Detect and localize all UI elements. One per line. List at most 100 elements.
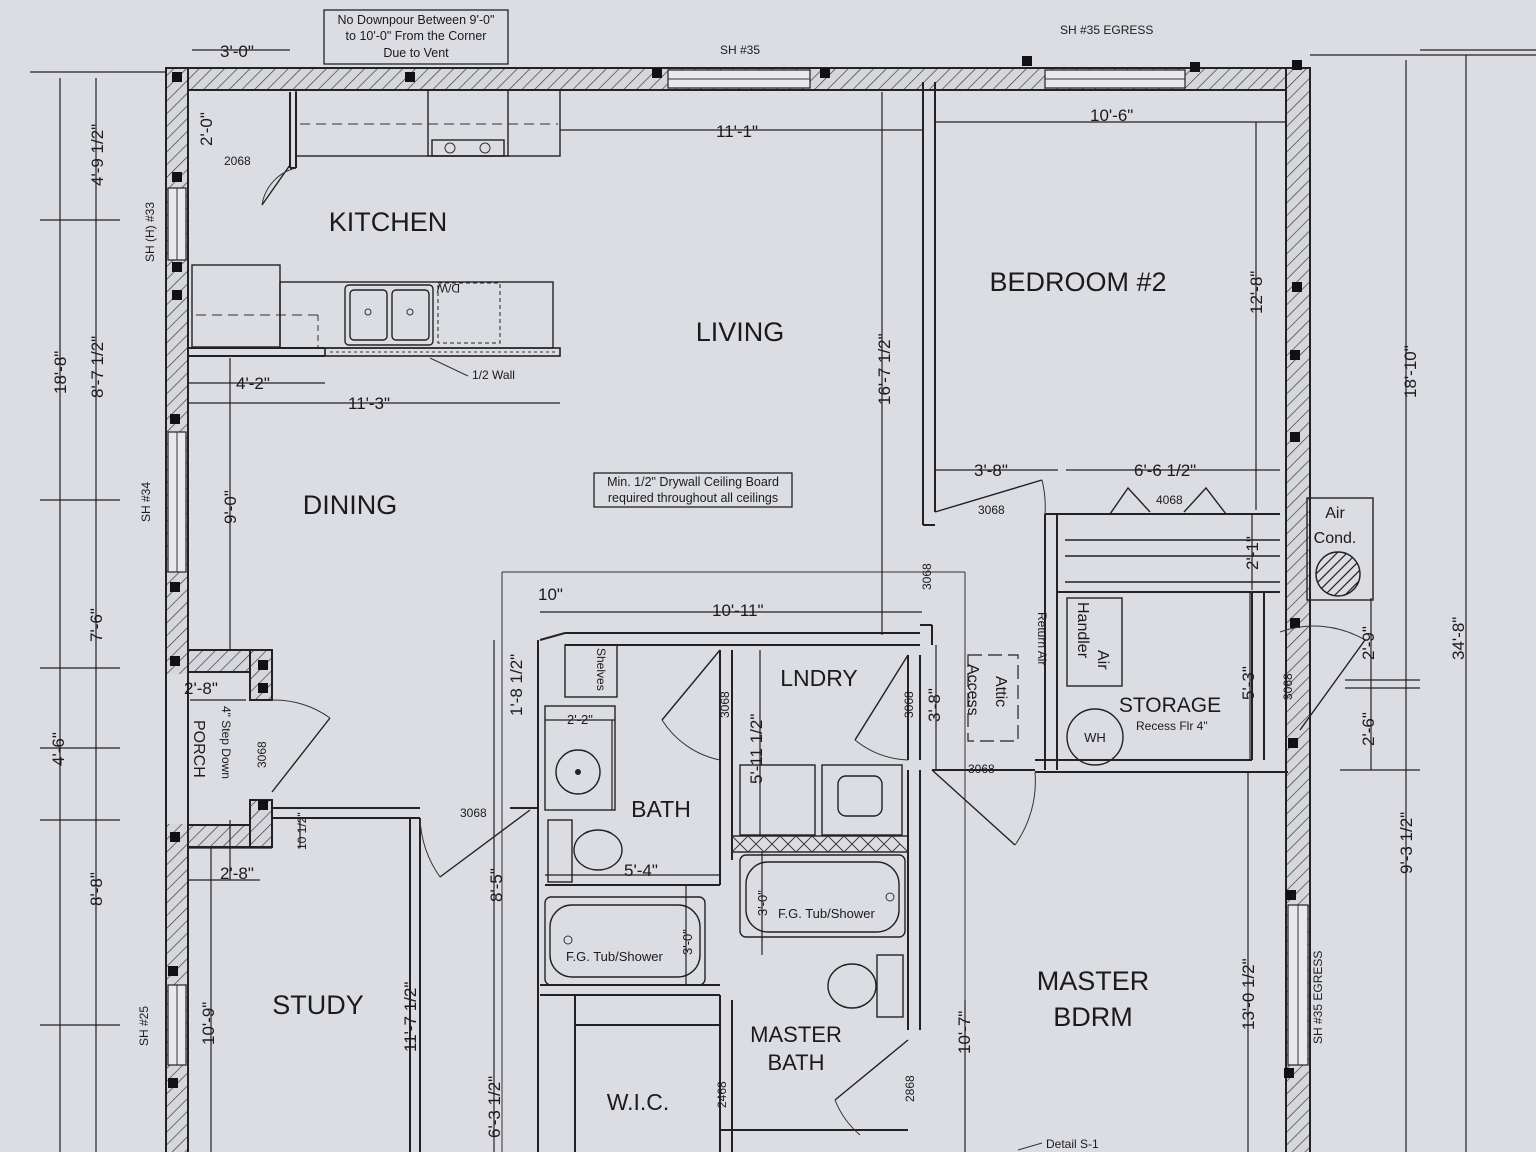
dim-34-8: 34'-8" [1449, 617, 1468, 660]
room-dining: DINING [303, 490, 398, 520]
dim-8-7-5: 8'-7 1/2" [88, 336, 107, 398]
exterior-walls [165, 67, 1311, 1152]
attic-access-label-line-1: Attic [992, 676, 1009, 707]
bath-fixtures [544, 644, 909, 1018]
dim-10-9: 10'-9" [199, 1002, 218, 1045]
dim-2-1: 2'-1" [1243, 536, 1262, 570]
dim-1-8-5: 1'-8 1/2" [507, 654, 526, 716]
door-tag-bedroom: 3068 [978, 503, 1005, 517]
dim-16-7-5: 16'-7 1/2" [875, 333, 894, 405]
dim-9-3-5: 9'-3 1/2" [1397, 812, 1416, 874]
room-bath: BATH [631, 796, 691, 822]
door-tag-kitchen: 2068 [224, 154, 251, 168]
tub-shower-master-label: F.G. Tub/Shower [778, 906, 875, 921]
dim-6-6-5: 6'-6 1/2" [1134, 461, 1196, 480]
door-tag-master: 3068 [968, 762, 995, 776]
dim-6-3-5: 6'-3 1/2" [485, 1076, 504, 1138]
dim-11-7-5: 11'-7 1/2" [401, 982, 420, 1052]
room-bedroom-2: BEDROOM #2 [989, 267, 1166, 297]
dim-3-8-lndry: 3'-8" [925, 688, 944, 722]
door-tag-lndry: 3068 [902, 691, 916, 718]
dim-4-2: 4'-2" [236, 374, 270, 393]
window-label-top-right: SH #35 EGRESS [1060, 23, 1153, 37]
dim-9-0: 9'-0" [221, 490, 240, 524]
air-handler-label-line-2: Air [1094, 650, 1111, 670]
dim-2-2: 2'-2" [567, 712, 593, 727]
window-label-left-study: SH #25 [137, 1006, 151, 1046]
attic-access-label-line-2: Access [964, 664, 981, 716]
dim-10-5: 10 1/2" [295, 812, 309, 850]
dim-2-9: 2'-9" [1359, 626, 1378, 660]
doors [261, 164, 1366, 1136]
dim-2-0: 2'-0" [197, 112, 216, 146]
door-tag-bath: 3068 [718, 691, 732, 718]
downpour-note-line-2: to 10'-0" From the Corner [346, 29, 487, 43]
dim-5-11-5: 5'-11 1/2" [747, 714, 766, 784]
room-master-bath-line-2: BATH [767, 1050, 824, 1075]
window-label-left-dining: SH #34 [139, 482, 153, 522]
tub-shower-bath-label: F.G. Tub/Shower [566, 949, 663, 964]
room-storage: STORAGE [1119, 694, 1221, 717]
drywall-note-line-2: required throughout all ceilings [608, 491, 778, 505]
room-kitchen: KITCHEN [329, 207, 448, 237]
air-cond-label-line-1: Air [1325, 505, 1345, 522]
kitchen-cabinets [191, 89, 561, 349]
dim-18-8: 18'-8" [51, 351, 70, 394]
dim-5-3: 5'-3" [1239, 666, 1258, 700]
shelves-label: Shelves [594, 648, 608, 691]
room-porch: PORCH [190, 720, 207, 778]
dim-4-6: 4'-6" [49, 732, 68, 766]
recess-note: Recess Flr 4" [1136, 719, 1208, 733]
dim-3-0-master-tub: 3'-0" [755, 890, 770, 916]
window-label-right-master: SH #35 EGRESS [1311, 951, 1325, 1044]
return-air-label: Return Air [1035, 612, 1049, 665]
dim-3-8-bedroom: 3'-8" [974, 461, 1008, 480]
dim-10-11: 10'-11" [712, 601, 764, 620]
dim-13-0-5: 13'-0 1/2" [1239, 958, 1258, 1030]
water-heater-label: WH [1084, 730, 1106, 745]
room-master-bdrm-line-1: MASTER [1037, 966, 1150, 996]
dim-12-8: 12'-8" [1247, 271, 1266, 314]
dim-3-0: 3'-0" [220, 42, 254, 61]
room-living: LIVING [696, 317, 785, 347]
dim-11-3: 11'-3" [348, 394, 390, 413]
downpour-note-line-3: Due to Vent [383, 46, 449, 60]
door-tag-study: 3068 [460, 806, 487, 820]
dim-3-0-bath-tub: 3'-0" [680, 929, 695, 955]
dim-2-6: 2'-6" [1359, 712, 1378, 746]
dim-2-8-porch: 2'-8" [184, 679, 218, 698]
structural-posts [168, 56, 1302, 1088]
air-handler-label-line-1: Handler [1074, 602, 1091, 659]
dimension-lines [30, 49, 1536, 1152]
half-wall-note: 1/2 Wall [472, 368, 515, 382]
room-master-bdrm-line-2: BDRM [1053, 1002, 1133, 1032]
air-cond-label-line-2: Cond. [1314, 530, 1357, 547]
dim-7-6: 7'-6" [87, 608, 106, 642]
dim-5-4: 5'-4" [624, 861, 658, 880]
door-tag-storage: 3068 [1281, 673, 1295, 700]
window-label-left-kitchen: SH (H) #33 [143, 202, 157, 262]
dim-10-in: 10" [538, 585, 563, 604]
step-down-note: 4" Step Down [219, 706, 233, 779]
door-tag-wic: 2468 [715, 1081, 729, 1108]
room-study: STUDY [272, 990, 364, 1020]
dim-10-6: 10'-6" [1090, 106, 1133, 125]
drywall-note-line-1: Min. 1/2" Drywall Ceiling Board [607, 475, 779, 489]
dim-2-8-study: 2'-8" [220, 864, 254, 883]
dim-18-10: 18'-10" [1401, 345, 1420, 398]
dishwasher-label: D/W [436, 281, 460, 295]
door-tag-master-bath: 2868 [903, 1075, 917, 1102]
dim-11-1: 11'-1" [716, 122, 758, 141]
detail-note: Detail S-1 [1046, 1137, 1099, 1151]
window-label-top-left: SH #35 [720, 43, 760, 57]
dim-4-9-5: 4'-9 1/2" [88, 124, 107, 186]
room-master-bath-line-1: MASTER [750, 1022, 842, 1047]
dim-8-8: 8'-8" [87, 872, 106, 906]
dimension-labels: 3'-0" 2'-0" 11'-1" 10'-6" 4'-9 1/2" 8'-7… [49, 42, 1468, 1138]
door-tag-porch: 3068 [255, 741, 269, 768]
dim-10-7: 10'-7" [955, 1011, 974, 1054]
downpour-note-line-1: No Downpour Between 9'-0" [338, 13, 495, 27]
door-tag-closet: 4068 [1156, 493, 1183, 507]
room-wic: W.I.C. [607, 1089, 670, 1115]
